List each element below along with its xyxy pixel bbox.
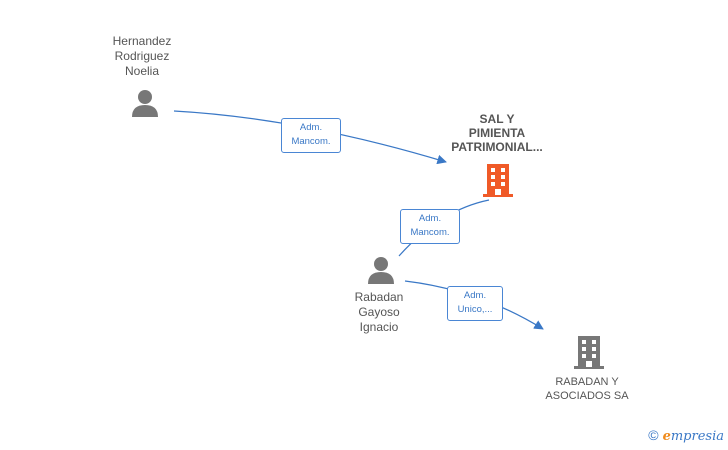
- brand-logo: ©empresia: [648, 427, 724, 444]
- edge-badge[interactable]: Adm. Mancom.: [400, 209, 460, 244]
- building-icon[interactable]: [572, 334, 606, 370]
- person1-label: Hernandez Rodriguez Noelia: [112, 34, 172, 78]
- edge-badge[interactable]: Adm. Mancom.: [281, 118, 341, 153]
- company-main-label: SAL Y PIMIENTA PATRIMONIAL...: [451, 112, 543, 154]
- brand-name: mpresia: [670, 429, 724, 444]
- person-icon[interactable]: [130, 88, 160, 118]
- building-icon[interactable]: [481, 162, 515, 198]
- edge-badge[interactable]: Adm. Unico,...: [447, 286, 503, 321]
- brand-e: e: [662, 429, 671, 444]
- copyright-symbol: ©: [648, 427, 659, 443]
- company2-label: RABADAN Y ASOCIADOS SA: [545, 376, 629, 402]
- person2-label: Rabadan Gayoso Ignacio: [354, 290, 404, 334]
- person-icon[interactable]: [366, 255, 396, 285]
